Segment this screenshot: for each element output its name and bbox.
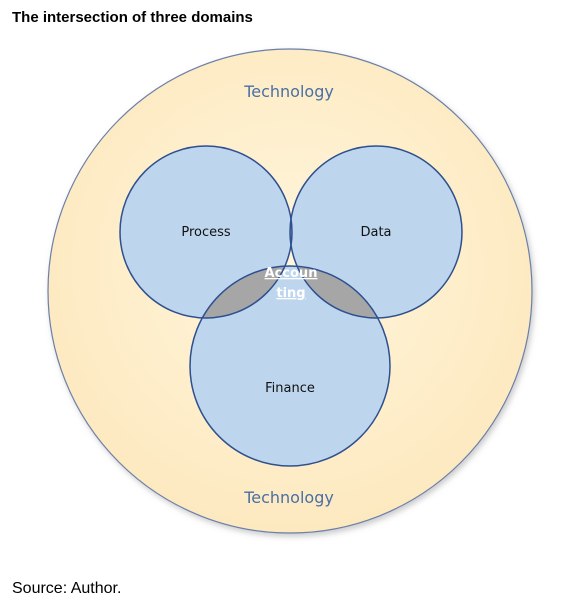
process-outline xyxy=(119,145,293,319)
technology-label-top: Technology xyxy=(243,82,334,101)
venn-diagram: Technology Technology Process Data Finan… xyxy=(47,48,533,534)
data-outline xyxy=(289,145,463,319)
figure-title: The intersection of three domains xyxy=(12,9,253,26)
data-label: Data xyxy=(360,225,391,240)
accounting-label-line1: Accoun xyxy=(265,266,318,281)
accounting-label-line2: ting xyxy=(276,286,305,301)
technology-label-bottom: Technology xyxy=(243,488,334,507)
source-note: Source: Author. xyxy=(12,580,122,597)
finance-circle xyxy=(190,266,390,466)
finance-label: Finance xyxy=(265,381,315,396)
finance-outline xyxy=(189,265,391,467)
process-label: Process xyxy=(181,225,231,240)
